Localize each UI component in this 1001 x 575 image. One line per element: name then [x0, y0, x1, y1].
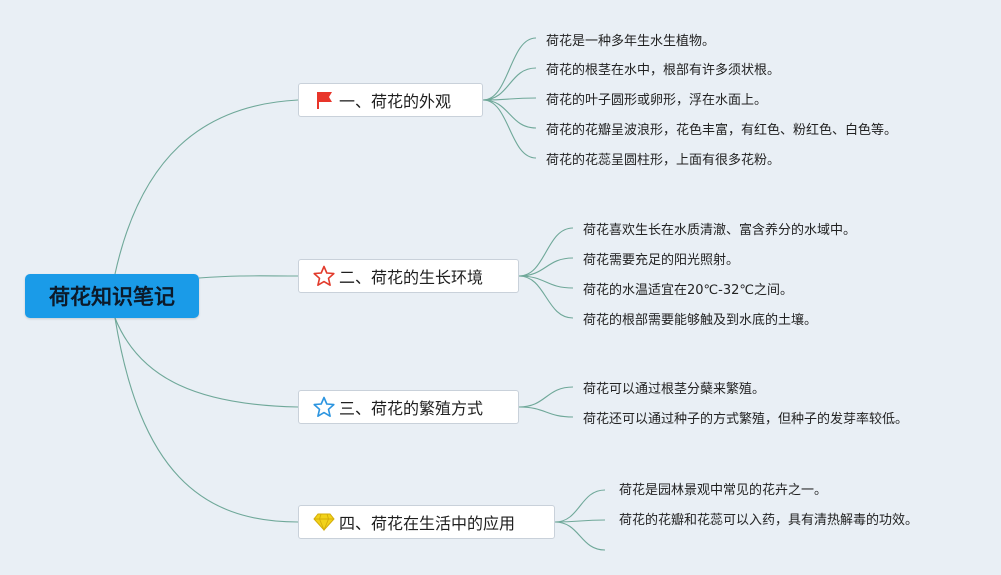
connector-branch2-leaf4 [518, 275, 574, 319]
connector-root-branch3 [114, 317, 299, 408]
branch-reproduction[interactable]: 三、荷花的繁殖方式 [298, 390, 519, 424]
connector-branch1-leaf4 [482, 99, 537, 129]
connector-branch1-leaf2 [482, 67, 537, 101]
branch-growing-environment[interactable]: 二、荷花的生长环境 [298, 259, 519, 293]
leaf-topic[interactable]: 荷花可以通过根茎分蘖来繁殖。 [583, 382, 766, 397]
blue-star-outline-icon [313, 396, 335, 418]
connector-branch4-leaf2 [554, 519, 606, 523]
branch-label: 二、荷花的生长环境 [339, 268, 484, 287]
connector-branch4-leaf1 [554, 489, 606, 523]
connector-root-branch2 [198, 275, 299, 279]
branch-label: 三、荷花的繁殖方式 [339, 399, 484, 418]
yellow-diamond-icon [313, 511, 335, 533]
connector-branch2-leaf3 [518, 275, 574, 289]
connector-branch3-leaf1 [518, 386, 574, 408]
connector-branch1-leaf1 [482, 37, 537, 101]
leaf-topic[interactable]: 荷花的根茎在水中，根部有许多须状根。 [546, 63, 781, 78]
leaf-topic[interactable]: 荷花需要充足的阳光照射。 [583, 253, 740, 268]
root-topic[interactable]: 荷花知识笔记 [25, 274, 199, 318]
connector-branch1-leaf3 [482, 97, 537, 101]
branch-label: 四、荷花在生活中的应用 [339, 514, 516, 533]
connector-branch2-leaf2 [518, 257, 574, 277]
connector-branch1-leaf5 [482, 99, 537, 159]
branch-appearance[interactable]: 一、荷花的外观 [298, 83, 483, 117]
red-star-outline-icon [313, 265, 335, 287]
leaf-topic[interactable]: 荷花喜欢生长在水质清澈、富含养分的水域中。 [583, 223, 857, 238]
connector-branch2-leaf1 [518, 227, 574, 277]
leaf-topic[interactable]: 荷花是园林景观中常见的花卉之一。 [619, 483, 828, 498]
connector-root-branch1 [114, 99, 299, 275]
leaf-topic[interactable]: 荷花的叶子圆形或卵形，浮在水面上。 [546, 93, 768, 108]
branch-applications[interactable]: 四、荷花在生活中的应用 [298, 505, 555, 539]
connector-root-branch4 [114, 317, 299, 523]
leaf-topic[interactable]: 荷花的花瓣呈波浪形，花色丰富，有红色、粉红色、白色等。 [546, 123, 898, 138]
connector-branch4-leaf3 [554, 521, 606, 551]
leaf-topic[interactable]: 荷花的花蕊呈圆柱形，上面有很多花粉。 [546, 153, 781, 168]
leaf-topic[interactable]: 荷花的水温适宜在20℃-32℃之间。 [583, 283, 793, 298]
leaf-topic[interactable]: 荷花的花瓣和花蕊可以入药，具有清热解毒的功效。 [619, 513, 919, 528]
root-topic-label: 荷花知识笔记 [49, 285, 175, 309]
leaf-topic[interactable]: 荷花的根部需要能够触及到水底的土壤。 [583, 313, 818, 328]
branch-label: 一、荷花的外观 [339, 92, 452, 111]
leaf-topic[interactable]: 荷花是一种多年生水生植物。 [546, 34, 716, 49]
connector-branch3-leaf2 [518, 406, 574, 418]
red-flag-icon [313, 89, 335, 111]
leaf-topic[interactable]: 荷花还可以通过种子的方式繁殖，但种子的发芽率较低。 [583, 412, 909, 427]
